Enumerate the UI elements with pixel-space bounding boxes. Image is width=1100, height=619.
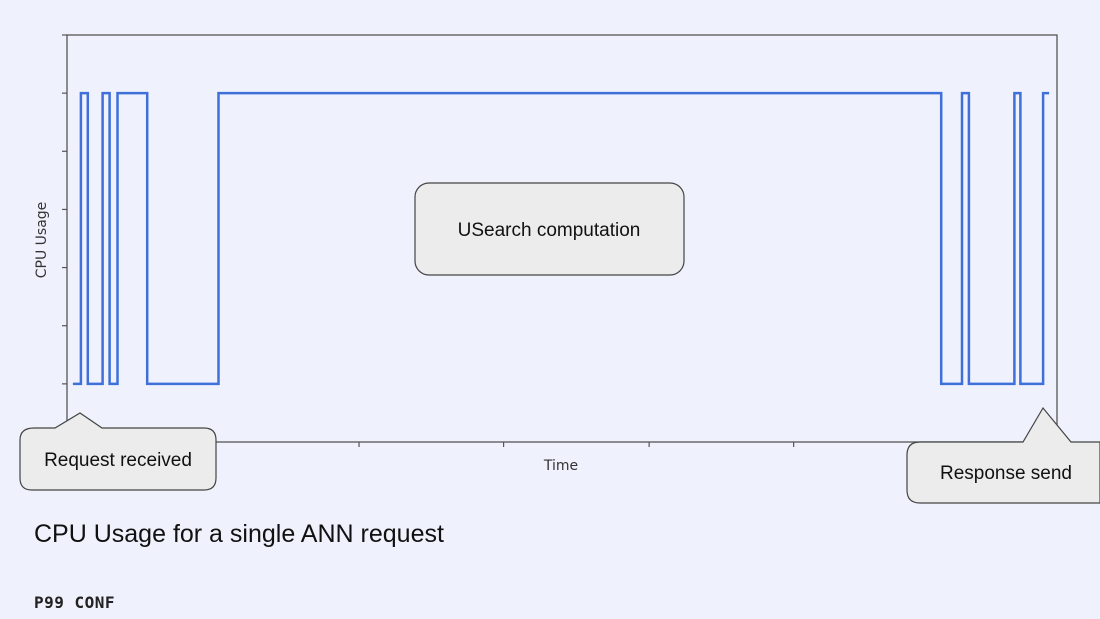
- y-axis-label: CPU Usage: [34, 202, 50, 279]
- response-send-label: Response send: [940, 463, 1072, 484]
- usearch-computation-label: USearch computation: [458, 220, 641, 241]
- plot-frame: [66, 34, 1058, 443]
- cpu-usage-line: [72, 91, 1050, 386]
- response-callout-shape: [906, 406, 1100, 504]
- computation-callout-shape: [414, 182, 685, 276]
- slide-title: CPU Usage for a single ANN request: [34, 520, 444, 548]
- request-callout-shape: [19, 412, 217, 491]
- x-axis-label: Time: [543, 458, 578, 474]
- p99-conf-logo: P99 CONF: [34, 593, 116, 612]
- request-received-label: Request received: [44, 450, 192, 471]
